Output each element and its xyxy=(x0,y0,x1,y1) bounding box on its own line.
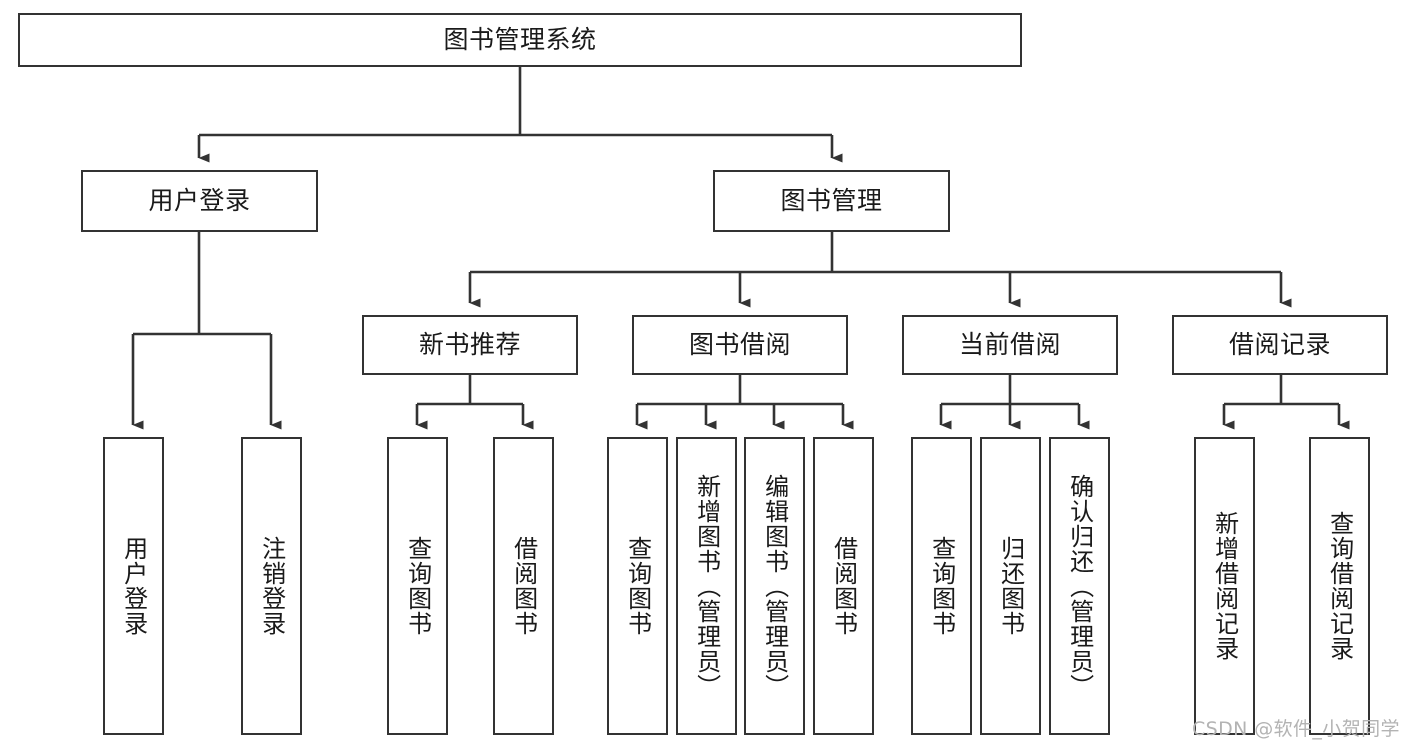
node-leaf-current-return-book[interactable]: 归还图书 xyxy=(980,437,1041,735)
node-leaf-borrow-add-book-admin[interactable]: 新增图书（管理员） xyxy=(676,437,737,735)
node-label: 用户登录 xyxy=(119,536,148,636)
node-label: 图书管理 xyxy=(780,185,883,215)
node-label: 查询图书 xyxy=(623,536,652,636)
node-label: 编辑图书（管理员） xyxy=(760,473,789,699)
node-book-borrow[interactable]: 图书借阅 xyxy=(632,315,848,375)
node-label: 新增借阅记录 xyxy=(1210,511,1239,661)
node-leaf-current-confirm-return-admin[interactable]: 确认归还（管理员） xyxy=(1049,437,1110,735)
node-book-management[interactable]: 图书管理 xyxy=(713,170,950,232)
node-leaf-newbook-query-book[interactable]: 查询图书 xyxy=(387,437,448,735)
node-leaf-user-logout[interactable]: 注销登录 xyxy=(241,437,302,735)
node-leaf-borrow-borrow-book[interactable]: 借阅图书 xyxy=(813,437,874,735)
node-label: 借阅图书 xyxy=(509,536,538,636)
node-label: 查询借阅记录 xyxy=(1325,511,1354,661)
node-leaf-current-query-book[interactable]: 查询图书 xyxy=(911,437,972,735)
node-label: 图书借阅 xyxy=(688,329,791,359)
node-label: 借阅记录 xyxy=(1228,329,1331,359)
node-leaf-borrow-query-book[interactable]: 查询图书 xyxy=(607,437,668,735)
node-label: 当前借阅 xyxy=(958,329,1061,359)
node-leaf-user-login[interactable]: 用户登录 xyxy=(103,437,164,735)
node-leaf-borrow-edit-book-admin[interactable]: 编辑图书（管理员） xyxy=(744,437,805,735)
node-label: 图书管理系统 xyxy=(443,24,597,54)
node-leaf-record-add-record[interactable]: 新增借阅记录 xyxy=(1194,437,1255,735)
node-leaf-record-query-record[interactable]: 查询借阅记录 xyxy=(1309,437,1370,735)
node-label: 新增图书（管理员） xyxy=(692,473,721,699)
node-label: 查询图书 xyxy=(403,536,432,636)
node-label: 新书推荐 xyxy=(418,329,521,359)
node-leaf-newbook-borrow-book[interactable]: 借阅图书 xyxy=(493,437,554,735)
node-label: 归还图书 xyxy=(996,536,1025,636)
node-label: 用户登录 xyxy=(148,185,251,215)
node-borrow-record[interactable]: 借阅记录 xyxy=(1172,315,1388,375)
node-root-book-management-system[interactable]: 图书管理系统 xyxy=(18,13,1022,67)
node-new-book-recommend[interactable]: 新书推荐 xyxy=(362,315,578,375)
node-label: 注销登录 xyxy=(257,536,286,636)
node-label: 确认归还（管理员） xyxy=(1065,473,1094,699)
node-label: 借阅图书 xyxy=(829,536,858,636)
node-label: 查询图书 xyxy=(927,536,956,636)
node-current-borrow[interactable]: 当前借阅 xyxy=(902,315,1118,375)
node-user-login[interactable]: 用户登录 xyxy=(81,170,318,232)
